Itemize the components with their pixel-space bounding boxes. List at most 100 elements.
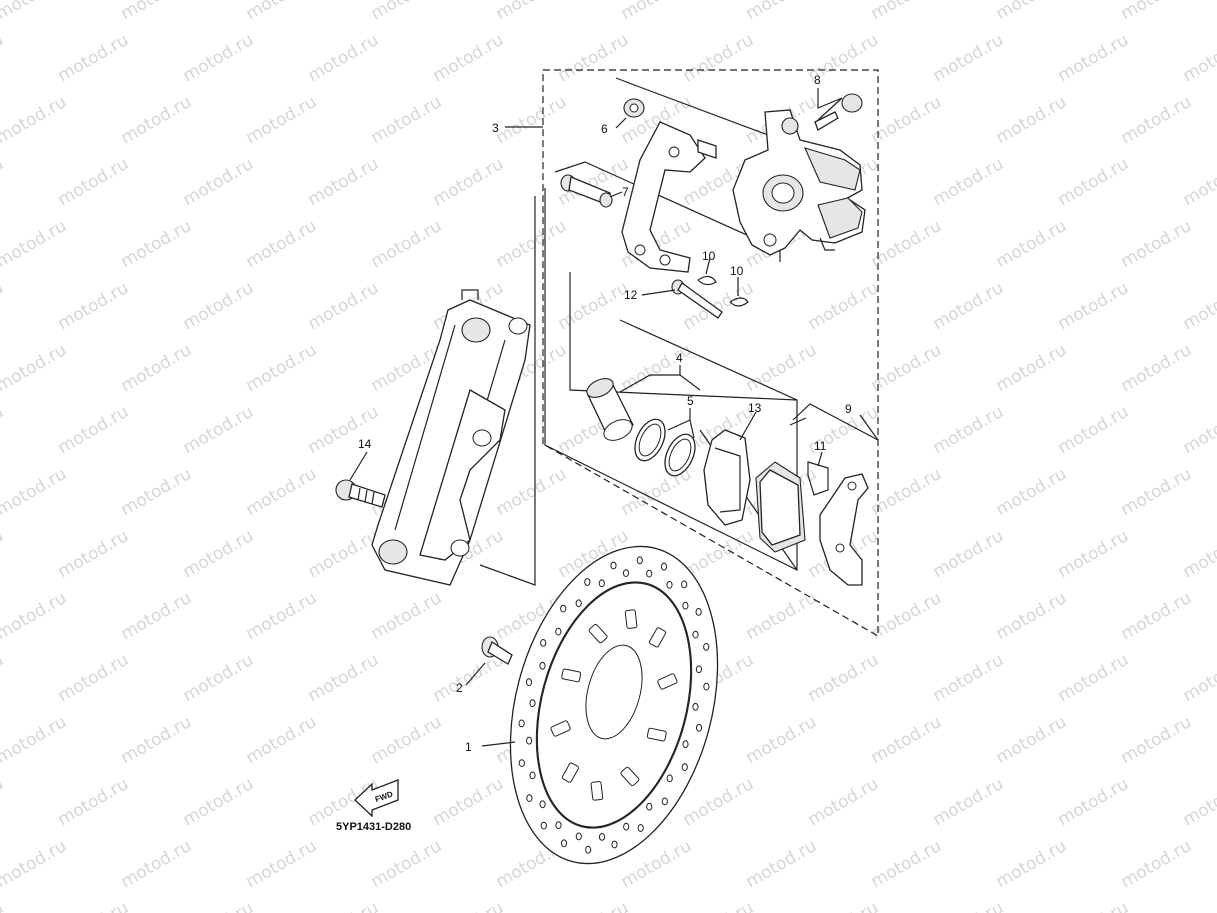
watermark-text: motod.ru xyxy=(993,340,1071,396)
watermark-text: motod.ru xyxy=(1118,92,1196,148)
watermark-text: motod.ru xyxy=(805,774,883,830)
watermark-text: motod.ru xyxy=(993,216,1071,272)
watermark-text: motod.ru xyxy=(1055,650,1133,706)
watermark-text: motod.ru xyxy=(180,526,258,582)
watermark-text: motod.ru xyxy=(680,898,758,913)
watermark-text: motod.ru xyxy=(868,340,946,396)
disc-cooling-slot xyxy=(561,668,582,683)
watermark-text: motod.ru xyxy=(1055,898,1133,913)
piston-4 xyxy=(586,378,634,441)
disc-hole xyxy=(623,822,630,831)
watermark-text: motod.ru xyxy=(993,836,1071,892)
watermark-text: motod.ru xyxy=(0,154,7,210)
watermark-text: motod.ru xyxy=(368,0,446,24)
watermark-text: motod.ru xyxy=(555,278,633,334)
watermark-text: motod.ru xyxy=(430,154,508,210)
watermark-text: motod.ru xyxy=(55,278,133,334)
disc-hole xyxy=(661,797,668,806)
seal-5 xyxy=(634,418,696,477)
watermark-text: motod.ru xyxy=(368,216,446,272)
callout-4: 4 xyxy=(676,351,683,365)
disc-cooling-slot xyxy=(561,762,579,783)
disc-cooling-slot xyxy=(590,781,604,801)
disc-hole xyxy=(525,678,533,687)
watermark-text: motod.ru xyxy=(930,650,1008,706)
watermark-text: motod.ru xyxy=(55,30,133,86)
watermark-text: motod.ru xyxy=(1118,836,1196,892)
watermark-text: motod.ru xyxy=(743,0,821,24)
disc-cooling-slot xyxy=(588,623,608,644)
watermark-text: motod.ru xyxy=(368,92,446,148)
disc-hole xyxy=(622,569,630,577)
watermark-text: motod.ru xyxy=(868,464,946,520)
disc-hole xyxy=(660,562,668,571)
watermark-text: motod.ru xyxy=(493,92,571,148)
watermark-text: motod.ru xyxy=(0,0,70,24)
brake-pad-9 xyxy=(755,461,806,553)
watermark-text: motod.ru xyxy=(1118,588,1196,644)
pad-spring-11 xyxy=(807,461,829,496)
callout-12: 12 xyxy=(624,288,638,302)
watermark-text: motod.ru xyxy=(243,216,321,272)
watermark-text: motod.ru xyxy=(1180,278,1217,334)
disc-cooling-slot xyxy=(649,627,667,648)
watermark-text: motod.ru xyxy=(243,340,321,396)
watermark-text: motod.ru xyxy=(618,0,696,24)
watermark-text: motod.ru xyxy=(243,92,321,148)
watermark-text: motod.ru xyxy=(0,92,70,148)
disc-hole xyxy=(518,719,525,728)
watermark-text: motod.ru xyxy=(868,836,946,892)
callout-3: 3 xyxy=(492,121,499,135)
watermark-text: motod.ru xyxy=(55,774,133,830)
watermark-text: motod.ru xyxy=(0,898,7,913)
brake-disc xyxy=(509,545,719,865)
disc-hole xyxy=(695,608,702,616)
watermark-text: motod.ru xyxy=(243,464,321,520)
watermark-text: motod.ru xyxy=(180,650,258,706)
disc-hole xyxy=(585,845,592,854)
callout-2: 2 xyxy=(456,681,463,695)
bleed-screw-8 xyxy=(814,93,863,131)
callout-10-upper: 10 xyxy=(702,249,716,263)
pin-subassembly-outline xyxy=(569,272,798,401)
disc-cooling-slot xyxy=(624,609,638,629)
watermark-text: motod.ru xyxy=(180,278,258,334)
watermark-text: motod.ru xyxy=(493,464,571,520)
watermark-text: motod.ru xyxy=(680,774,758,830)
watermark-text: motod.ru xyxy=(1180,154,1217,210)
watermark-text: motod.ru xyxy=(368,836,446,892)
watermark-text: motod.ru xyxy=(430,774,508,830)
watermark-text: motod.ru xyxy=(1055,774,1133,830)
disc-hole xyxy=(526,794,533,802)
watermark-text: motod.ru xyxy=(305,30,383,86)
watermark-text: motod.ru xyxy=(243,712,321,768)
caliper-assembly-dashed-box xyxy=(542,69,879,638)
callout-7: 7 xyxy=(622,185,629,199)
watermark-text: motod.ru xyxy=(55,526,133,582)
disc-hole xyxy=(529,699,536,708)
disc-cooling-slot xyxy=(657,673,678,690)
watermark-text: motod.ru xyxy=(930,154,1008,210)
disc-hole xyxy=(575,832,582,841)
disc-hole xyxy=(666,580,673,589)
watermark-text: motod.ru xyxy=(305,526,383,582)
watermark-text: motod.ru xyxy=(55,898,133,913)
watermark-text: motod.ru xyxy=(680,278,758,334)
caliper-body xyxy=(732,109,866,256)
clip-10 xyxy=(697,275,749,307)
diagram-code: 5YP1431-D280 xyxy=(336,821,411,833)
watermark-text: motod.ru xyxy=(0,588,70,644)
watermark-text: motod.ru xyxy=(1055,30,1133,86)
watermark-text: motod.ru xyxy=(993,588,1071,644)
watermark-text: motod.ru xyxy=(1180,774,1217,830)
watermark-text: motod.ru xyxy=(430,30,508,86)
watermark-text: motod.ru xyxy=(0,340,70,396)
watermark-text: motod.ru xyxy=(805,898,883,913)
watermark-text: motod.ru xyxy=(118,464,196,520)
watermark-text: motod.ru xyxy=(118,216,196,272)
disc-cooling-slot xyxy=(646,727,667,742)
disc-hole xyxy=(611,840,618,849)
forward-arrow-icon: FWD xyxy=(354,779,399,818)
watermark-text: motod.ru xyxy=(180,774,258,830)
